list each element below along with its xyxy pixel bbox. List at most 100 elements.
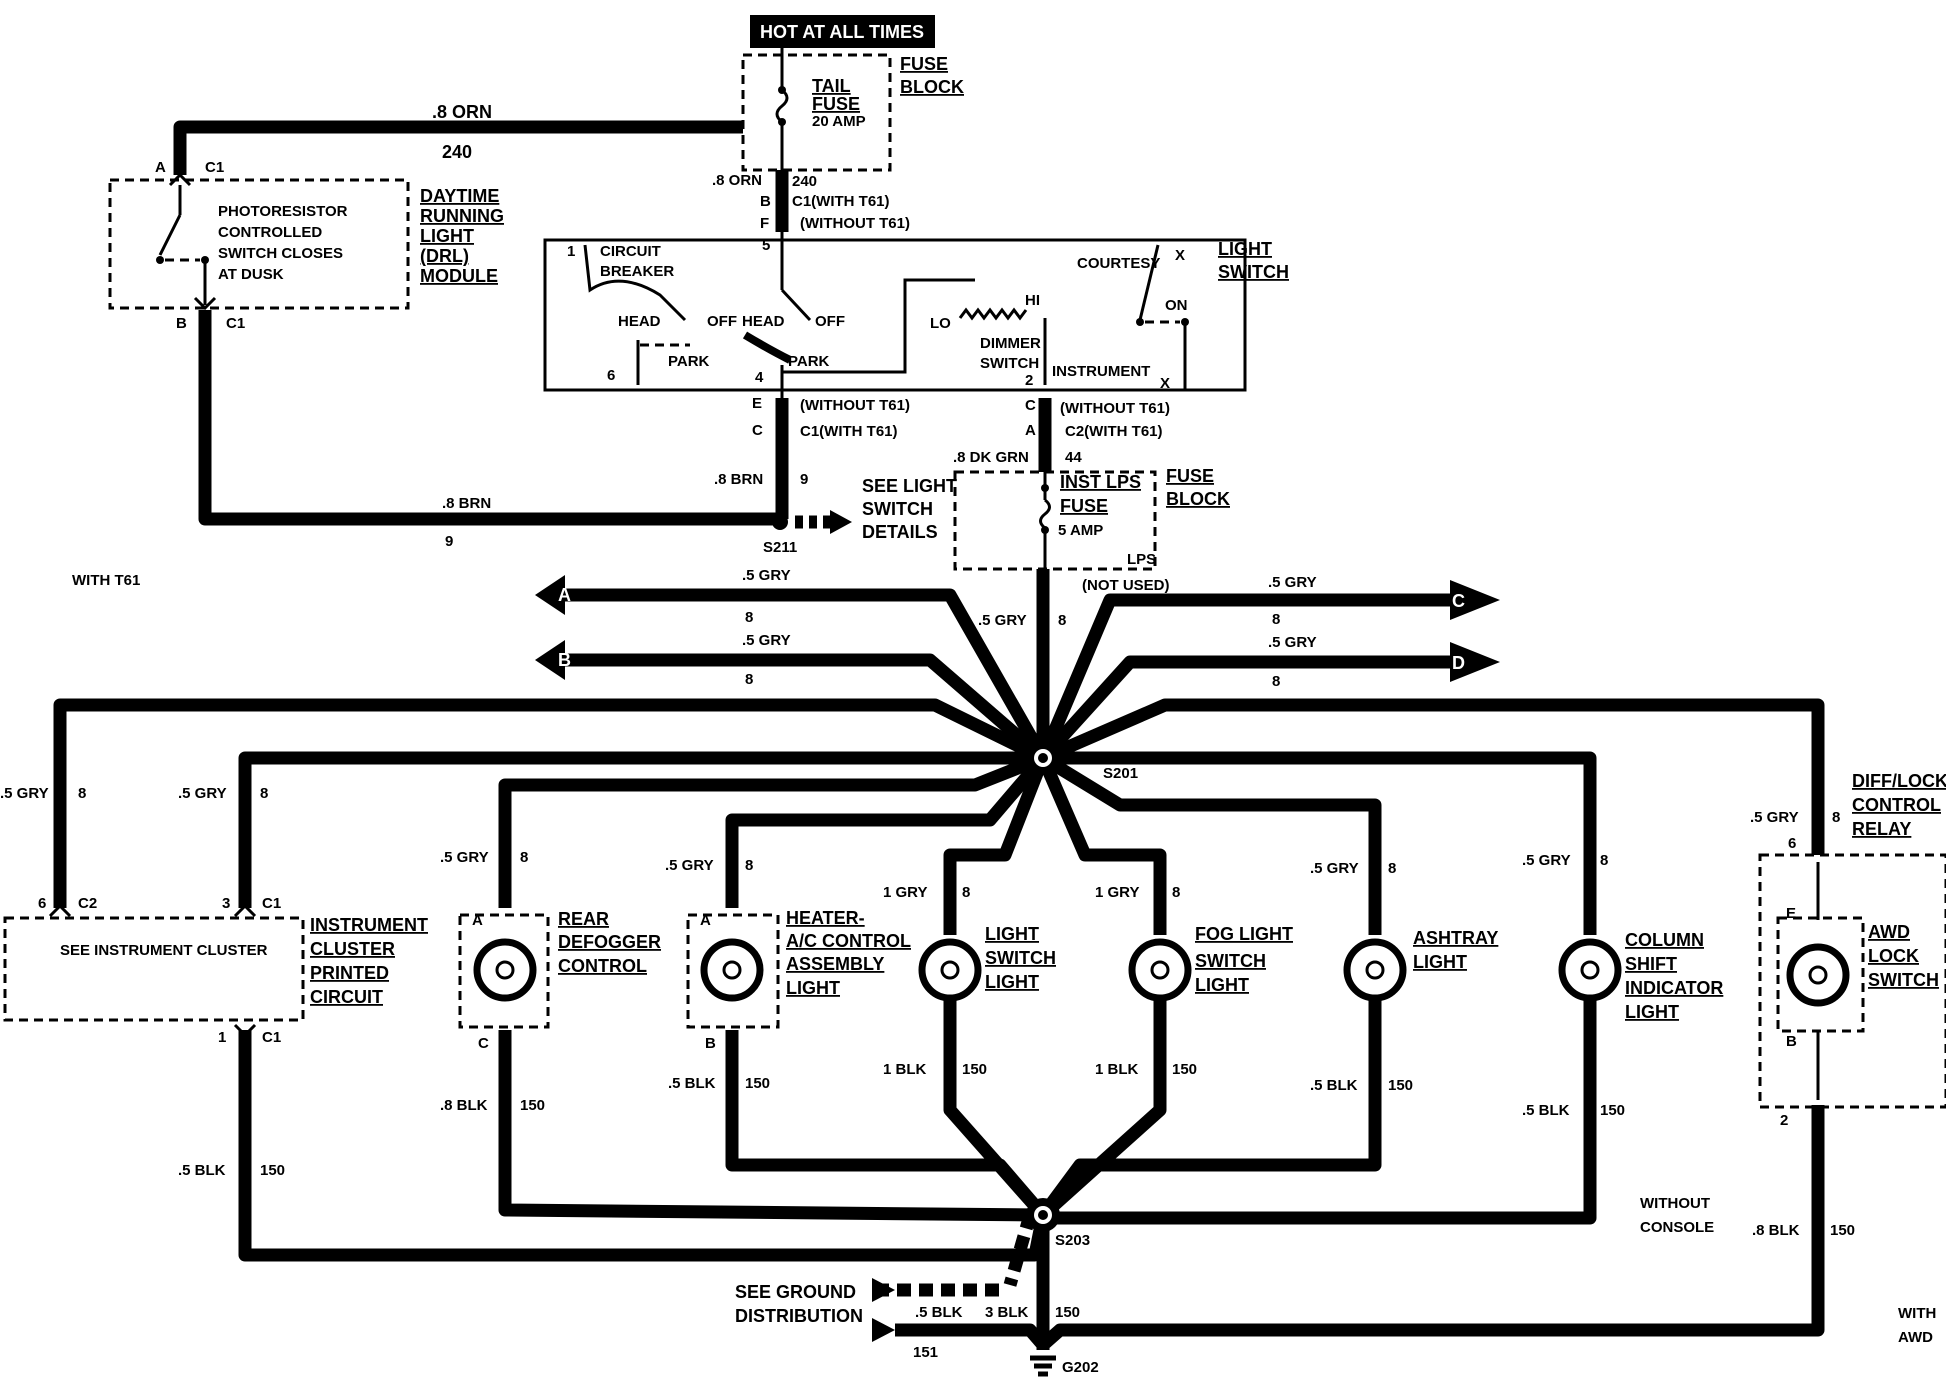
svg-text:1 GRY: 1 GRY xyxy=(883,884,927,901)
inst-lps-fuse-icon xyxy=(1039,498,1051,530)
svg-text:PARK: PARK xyxy=(668,353,710,370)
svg-text:1: 1 xyxy=(567,243,575,260)
svg-text:C1: C1 xyxy=(262,1029,281,1046)
wire-ground-defogger xyxy=(498,1030,1044,1222)
svg-text:CONSOLE: CONSOLE xyxy=(1640,1219,1714,1236)
svg-text:LIGHT: LIGHT xyxy=(1625,1002,1679,1022)
fuse-amp: 20 AMP xyxy=(812,113,866,130)
svg-text:8: 8 xyxy=(962,884,970,901)
svg-text:240: 240 xyxy=(442,142,472,162)
svg-text:1 BLK: 1 BLK xyxy=(883,1061,927,1078)
svg-text:C: C xyxy=(752,422,763,439)
svg-text:.8 ORN: .8 ORN xyxy=(432,102,492,122)
svg-text:150: 150 xyxy=(745,1075,770,1092)
svg-text:PHOTORESISTOR: PHOTORESISTOR xyxy=(218,203,348,220)
svg-text:C2(WITH T61): C2(WITH T61) xyxy=(1065,423,1163,440)
svg-text:8: 8 xyxy=(1272,673,1280,690)
wire-column-shift xyxy=(1043,751,1597,935)
svg-text:8: 8 xyxy=(78,785,86,802)
svg-text:9: 9 xyxy=(800,471,808,488)
svg-text:B: B xyxy=(705,1035,716,1052)
light-switch-bulb-icon xyxy=(918,938,982,1002)
svg-text:DETAILS: DETAILS xyxy=(862,522,938,542)
ashtray-bulb-icon xyxy=(1343,938,1407,1002)
svg-text:F: F xyxy=(760,215,769,232)
svg-text:FOG LIGHT: FOG LIGHT xyxy=(1195,924,1293,944)
svg-text:44: 44 xyxy=(1065,449,1082,466)
wire-ground-fog xyxy=(1038,998,1167,1220)
svg-text:3 BLK: 3 BLK xyxy=(985,1304,1029,1321)
svg-text:HEAD: HEAD xyxy=(742,313,785,330)
svg-text:5 AMP: 5 AMP xyxy=(1058,522,1103,539)
svg-text:MODULE: MODULE xyxy=(420,266,498,286)
svg-text:(DRL): (DRL) xyxy=(420,246,469,266)
svg-text:DIFF/LOCK: DIFF/LOCK xyxy=(1852,771,1946,791)
svg-text:8: 8 xyxy=(1600,852,1608,869)
svg-text:SWITCH: SWITCH xyxy=(1218,262,1289,282)
svg-text:.5 GRY: .5 GRY xyxy=(0,785,49,802)
svg-text:WITHOUT: WITHOUT xyxy=(1640,1195,1710,1212)
svg-text:8: 8 xyxy=(1832,809,1840,826)
svg-text:DIMMER: DIMMER xyxy=(980,335,1041,352)
svg-text:HEAD: HEAD xyxy=(618,313,661,330)
svg-text:COURTESY: COURTESY xyxy=(1077,255,1160,272)
svg-text:3: 3 xyxy=(222,895,230,912)
svg-text:(WITHOUT T61): (WITHOUT T61) xyxy=(800,397,910,414)
instrument-cluster xyxy=(3,916,305,1022)
svg-text:6: 6 xyxy=(1788,835,1796,852)
wire-to-arrow-c xyxy=(1037,593,1450,761)
dimmer-resistor-icon xyxy=(958,307,1028,321)
svg-text:1 BLK: 1 BLK xyxy=(1095,1061,1139,1078)
wire-ground-heater xyxy=(725,1030,1048,1220)
svg-text:150: 150 xyxy=(520,1097,545,1114)
svg-text:.5 GRY: .5 GRY xyxy=(1750,809,1799,826)
svg-text:150: 150 xyxy=(1055,1304,1080,1321)
svg-text:S211: S211 xyxy=(763,539,797,556)
wire-cluster-c2 xyxy=(53,698,1046,908)
svg-text:9: 9 xyxy=(445,533,453,550)
svg-text:E: E xyxy=(1786,905,1796,922)
svg-text:LIGHT: LIGHT xyxy=(786,978,840,998)
svg-text:AWD: AWD xyxy=(1868,922,1910,942)
wire-to-arrow-b xyxy=(565,653,1048,763)
svg-text:INDICATOR: INDICATOR xyxy=(1625,978,1723,998)
column-shift-bulb-icon xyxy=(1558,938,1622,1002)
arrow-a xyxy=(535,575,565,615)
wire-ground-dist xyxy=(1003,1213,1037,1287)
svg-text:.8 BRN: .8 BRN xyxy=(714,471,763,488)
svg-text:A: A xyxy=(558,585,571,605)
svg-text:WITH: WITH xyxy=(1898,1305,1936,1322)
svg-text:C1: C1 xyxy=(226,315,245,332)
svg-text:C1: C1 xyxy=(205,159,224,176)
svg-text:WITH T61: WITH T61 xyxy=(72,572,140,589)
svg-text:INSTRUMENT: INSTRUMENT xyxy=(1052,363,1150,380)
svg-text:.5 GRY: .5 GRY xyxy=(178,785,227,802)
svg-text:REAR: REAR xyxy=(558,909,609,929)
svg-text:.5 GRY: .5 GRY xyxy=(978,612,1027,629)
wire-ground-relay xyxy=(1038,1105,1825,1350)
svg-text:RUNNING: RUNNING xyxy=(420,206,504,226)
svg-text:AWD: AWD xyxy=(1898,1329,1933,1346)
svg-text:ASSEMBLY: ASSEMBLY xyxy=(786,954,884,974)
wire-orn-240 xyxy=(173,120,743,175)
tail-fuse-icon xyxy=(775,88,789,124)
svg-text:BREAKER: BREAKER xyxy=(600,263,674,280)
svg-text:BLOCK: BLOCK xyxy=(900,77,964,97)
wire-brn-drl xyxy=(198,310,780,526)
svg-text:AT DUSK: AT DUSK xyxy=(218,266,284,283)
svg-text:PARK: PARK xyxy=(788,353,830,370)
svg-text:.5 GRY: .5 GRY xyxy=(1522,852,1571,869)
svg-text:LIGHT: LIGHT xyxy=(1195,975,1249,995)
svg-text:.5 BLK: .5 BLK xyxy=(1522,1102,1570,1119)
svg-text:.5 BLK: .5 BLK xyxy=(668,1075,716,1092)
svg-text:RELAY: RELAY xyxy=(1852,819,1911,839)
svg-text:2: 2 xyxy=(1025,372,1033,389)
svg-text:.5 GRY: .5 GRY xyxy=(1268,574,1317,591)
svg-text:150: 150 xyxy=(1600,1102,1625,1119)
svg-text:LPS: LPS xyxy=(1127,551,1156,568)
svg-text:(NOT USED): (NOT USED) xyxy=(1082,577,1170,594)
svg-text:.8 BRN: .8 BRN xyxy=(442,495,491,512)
rear-defogger-control xyxy=(458,913,550,1029)
svg-text:S201: S201 xyxy=(1103,765,1138,782)
